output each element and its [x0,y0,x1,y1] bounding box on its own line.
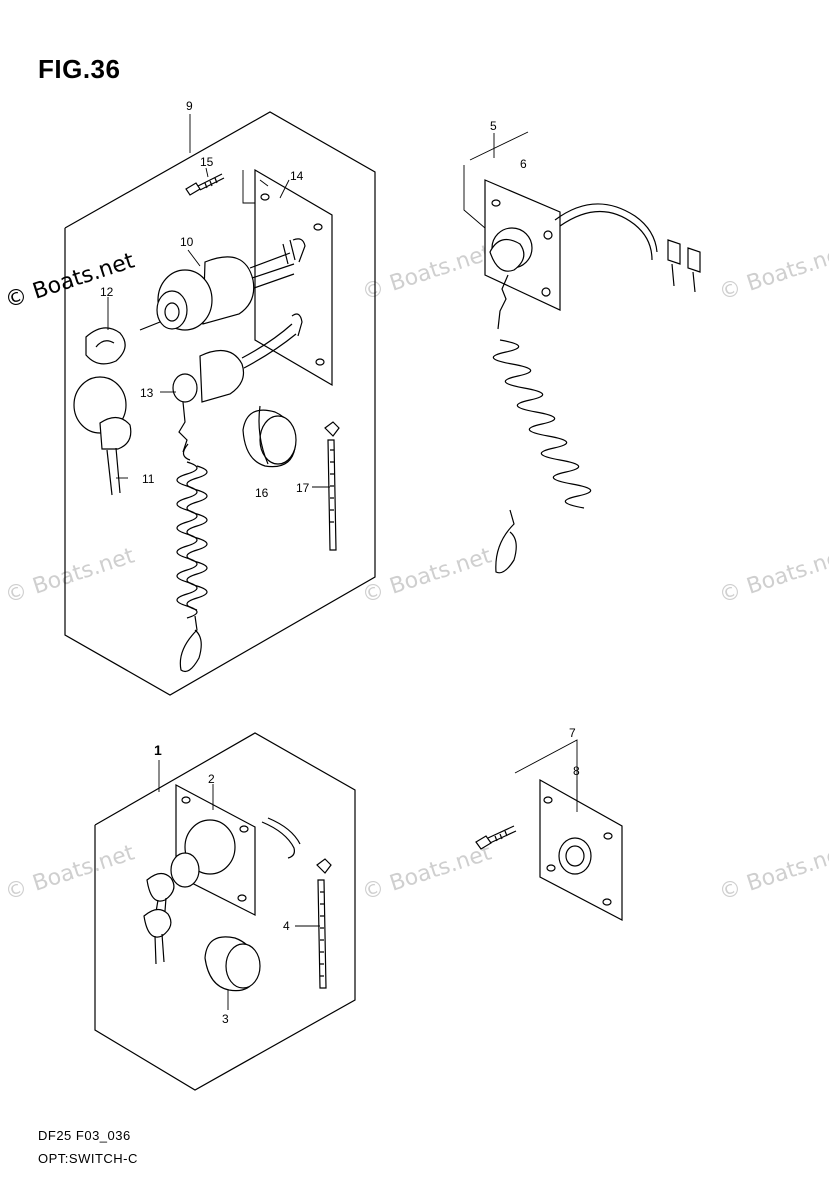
part-13-stop-switch [172,313,303,461]
figure-title: FIG.36 [38,54,121,84]
callout-1: 1 [154,742,162,758]
callout-17: 17 [296,481,310,495]
kit-9-box [64,111,376,696]
part-3-cap [204,936,261,992]
bracket-14-line [242,170,256,204]
callout-10: 10 [180,235,194,249]
callout-12: 12 [100,285,114,299]
watermark-text: © Boats.net [359,840,495,905]
callout-13: 13 [140,386,154,400]
part-8-plate [539,778,623,921]
callout-15: 15 [200,155,214,169]
part-14-plate [254,168,333,387]
watermark-text: © Boats.net [359,543,495,608]
part-17-cable-tie [324,421,340,551]
watermark-group: © Boats.net © Boats.net © Boats.net © Bo… [2,240,829,905]
watermark-text: © Boats.net [359,240,495,305]
footer-figure-code: DF25 F03_036 [38,1128,131,1143]
watermark-text: © Boats.net [716,840,829,905]
part-1-key [143,872,175,965]
part-12-key [73,321,161,496]
callout-9: 9 [186,99,193,113]
part-15-screw [185,173,225,196]
callout-labels: 1 2 3 4 5 6 7 8 9 10 11 12 13 14 15 16 1… [100,99,580,1026]
watermark-text: © Boats.net [716,543,829,608]
part-16-cap [242,405,297,468]
callout-16: 16 [255,486,269,500]
callout-2: 2 [208,772,215,786]
leader-lines [107,114,578,1010]
lanyard-coil-left [176,461,208,673]
watermark-text: © Boats.net [716,240,829,305]
footer-figure-name: OPT:SWITCH-C [38,1151,138,1166]
callout-3: 3 [222,1012,229,1026]
watermark-text: © Boats.net [2,543,138,608]
lanyard-coil-right [492,274,592,574]
callout-11: 11 [142,472,155,486]
bracket-5-line [463,131,529,229]
watermark-text: © Boats.net [2,840,138,905]
callout-7: 7 [569,726,576,740]
part-10-ignition-switch [156,238,306,331]
callout-4: 4 [283,919,290,933]
callout-6: 6 [520,157,527,171]
watermark-main: © Boats.net [2,248,138,313]
part-6-panel [484,179,701,311]
callout-14: 14 [290,169,304,183]
part-2-plate [170,784,301,916]
part-7-screw [475,825,517,850]
kit-1-box [94,732,356,1091]
callout-8: 8 [573,764,580,778]
callout-5: 5 [490,119,497,133]
part-4-cable-tie [316,858,332,989]
